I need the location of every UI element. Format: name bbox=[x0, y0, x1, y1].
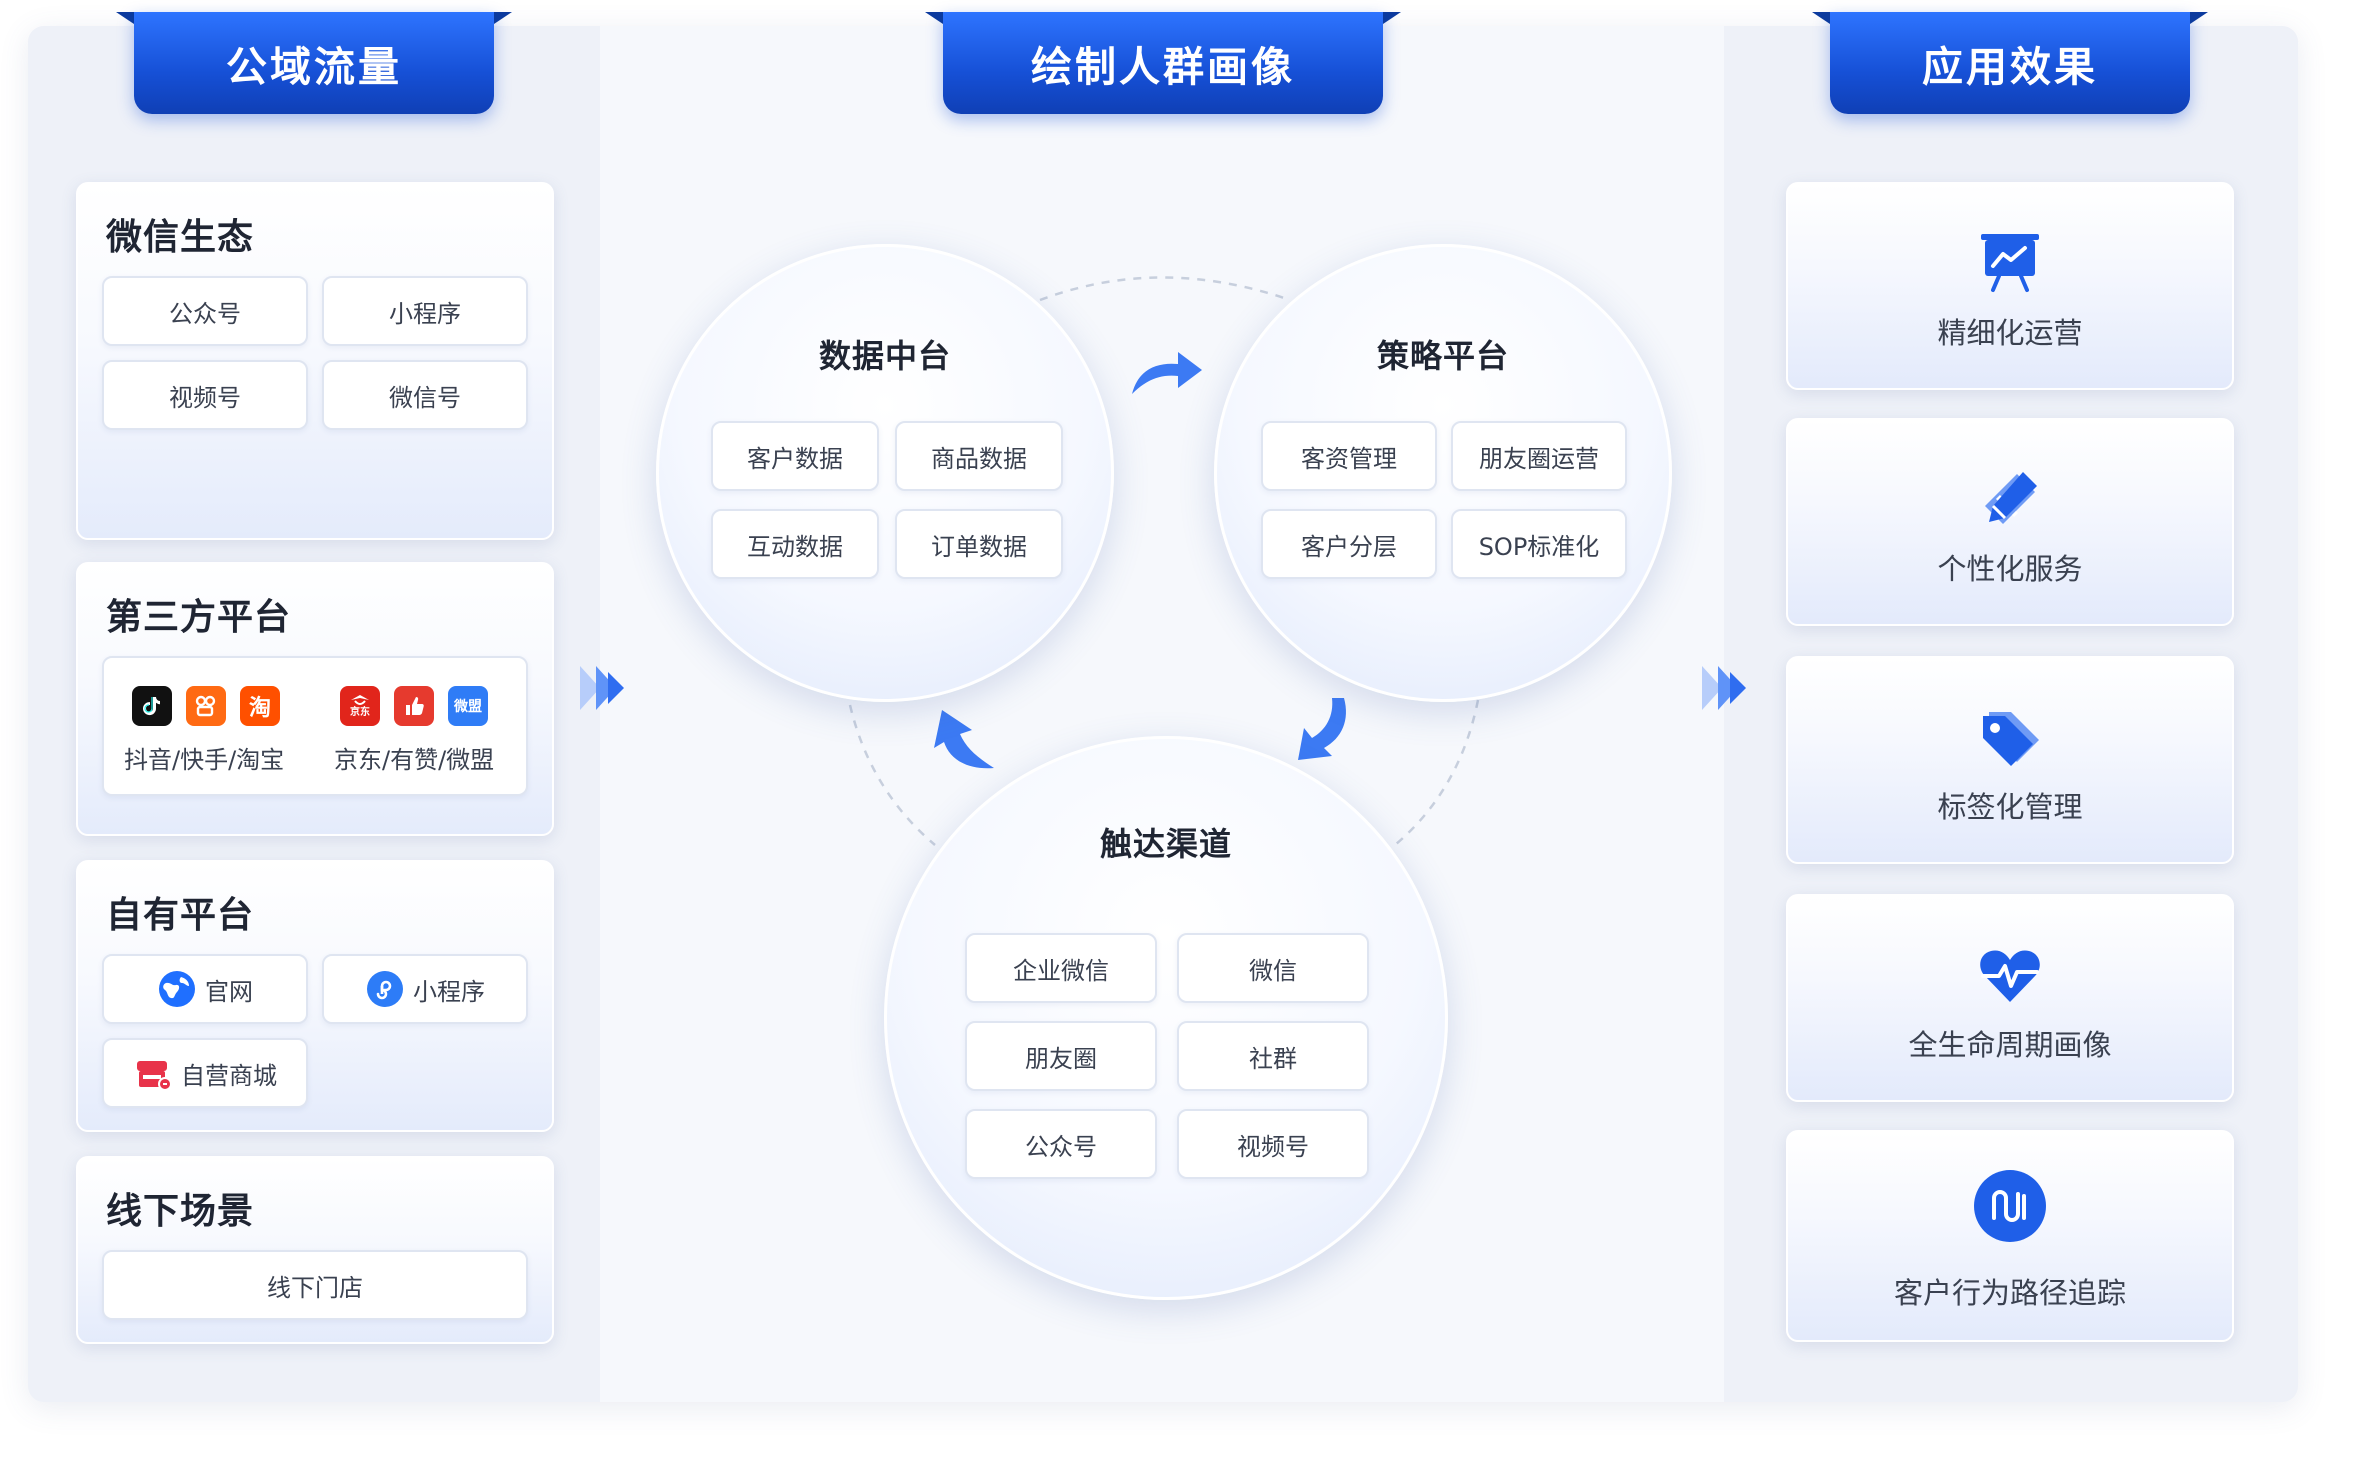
item-website: 官网 bbox=[102, 954, 308, 1024]
card-title: 线下场景 bbox=[106, 1191, 255, 1232]
third-party-card: 第三方平台 淘 京东 微盟 抖音/快手/淘宝 京东/有赞/微盟 bbox=[76, 562, 554, 836]
circle-title: 数据中台 bbox=[818, 337, 951, 375]
item-own-mall: 自营商城 bbox=[102, 1038, 308, 1108]
card-title: 第三方平台 bbox=[106, 597, 292, 638]
card-title: 微信生态 bbox=[106, 217, 255, 258]
youzan-icon bbox=[394, 686, 434, 726]
effect-card-fine-operation: 精细化运营 bbox=[1786, 182, 2234, 390]
item-customer-data: 客户数据 bbox=[711, 421, 879, 491]
effect-card-tag-management: 标签化管理 bbox=[1786, 656, 2234, 864]
weimeng-icon: 微盟 bbox=[448, 686, 488, 726]
effect-card-personalized-service: 个性化服务 bbox=[1786, 418, 2234, 626]
own-platform-card: 自有平台 官网 小程序 自营商城 bbox=[76, 860, 554, 1132]
flow-arrow-icon bbox=[1702, 666, 1746, 710]
right-column-title: 应用效果 bbox=[1812, 12, 2208, 114]
shop-icon bbox=[137, 1061, 172, 1091]
strategy-platform-circle: 策略平台 客资管理 朋友圈运营 客户分层 SOP标准化 bbox=[1214, 244, 1672, 702]
data-platform-circle: 数据中台 客户数据 商品数据 互动数据 订单数据 bbox=[656, 244, 1114, 702]
offline-card: 线下场景 线下门店 bbox=[76, 1156, 554, 1344]
item-lead-management: 客资管理 bbox=[1261, 421, 1437, 491]
item-moments: 朋友圈 bbox=[965, 1021, 1157, 1091]
item-official-account: 公众号 bbox=[102, 276, 308, 346]
globe-icon bbox=[159, 971, 195, 1007]
effect-label: 精细化运营 bbox=[1937, 316, 2083, 350]
group2-label: 京东/有赞/微盟 bbox=[334, 746, 495, 774]
item-wecom: 企业微信 bbox=[965, 933, 1157, 1003]
mini-program-icon bbox=[367, 971, 403, 1007]
circle-title: 触达渠道 bbox=[1099, 825, 1232, 863]
path-icon bbox=[1974, 1170, 2046, 1242]
circle-title: 策略平台 bbox=[1376, 337, 1509, 375]
item-wechat: 微信 bbox=[1177, 933, 1369, 1003]
card-title: 自有平台 bbox=[106, 895, 255, 936]
item-interaction-data: 互动数据 bbox=[711, 509, 879, 579]
item-moments-operation: 朋友圈运营 bbox=[1451, 421, 1627, 491]
item-mini-program: 小程序 bbox=[322, 954, 528, 1024]
middle-column-title: 绘制人群画像 bbox=[925, 12, 1401, 114]
cycle-arrow-icon bbox=[934, 710, 994, 769]
effect-label: 全生命周期画像 bbox=[1908, 1028, 2112, 1062]
item-label: 官网 bbox=[205, 977, 253, 1006]
item-label: 小程序 bbox=[413, 977, 485, 1006]
cycle-arrow-icon bbox=[1132, 352, 1202, 394]
item-product-data: 商品数据 bbox=[895, 421, 1063, 491]
item-customer-segmentation: 客户分层 bbox=[1261, 509, 1437, 579]
item-channels: 视频号 bbox=[102, 360, 308, 430]
jd-icon: 京东 bbox=[340, 686, 380, 726]
douyin-icon bbox=[132, 686, 172, 726]
cycle-arrow-icon bbox=[1298, 698, 1346, 760]
effect-label: 个性化服务 bbox=[1937, 552, 2083, 586]
effect-card-lifecycle-portrait: 全生命周期画像 bbox=[1786, 894, 2234, 1102]
item-label: 自营商城 bbox=[181, 1061, 277, 1090]
kuaishou-icon bbox=[186, 686, 226, 726]
pencil-ruler-icon bbox=[1985, 472, 2037, 524]
taobao-icon: 淘 bbox=[240, 686, 280, 726]
flow-arrow-icon bbox=[580, 666, 624, 710]
item-community: 社群 bbox=[1177, 1021, 1369, 1091]
item-sop-standardization: SOP标准化 bbox=[1451, 509, 1627, 579]
wechat-ecosystem-card: 微信生态 公众号 小程序 视频号 微信号 bbox=[76, 182, 554, 540]
left-column-title: 公域流量 bbox=[116, 12, 512, 114]
item-wechat-id: 微信号 bbox=[322, 360, 528, 430]
group1-label: 抖音/快手/淘宝 bbox=[124, 746, 285, 774]
chart-board-icon bbox=[1981, 234, 2039, 292]
item-offline-store: 线下门店 bbox=[102, 1250, 528, 1320]
heart-pulse-icon bbox=[1980, 950, 2040, 1002]
effect-label: 标签化管理 bbox=[1937, 790, 2083, 824]
item-channels: 视频号 bbox=[1177, 1109, 1369, 1179]
third-party-box bbox=[102, 656, 528, 796]
tag-icon bbox=[1983, 712, 2039, 766]
app-icon-group-2: 京东 微盟 bbox=[340, 686, 488, 726]
reach-channels-circle: 触达渠道 企业微信 微信 朋友圈 社群 公众号 视频号 bbox=[884, 736, 1448, 1300]
effect-label: 客户行为路径追踪 bbox=[1893, 1276, 2126, 1310]
item-official-account: 公众号 bbox=[965, 1109, 1157, 1179]
item-order-data: 订单数据 bbox=[895, 509, 1063, 579]
effect-card-behavior-tracking: 客户行为路径追踪 bbox=[1786, 1130, 2234, 1342]
item-mini-program: 小程序 bbox=[322, 276, 528, 346]
app-icon-group-1: 淘 bbox=[132, 686, 280, 726]
